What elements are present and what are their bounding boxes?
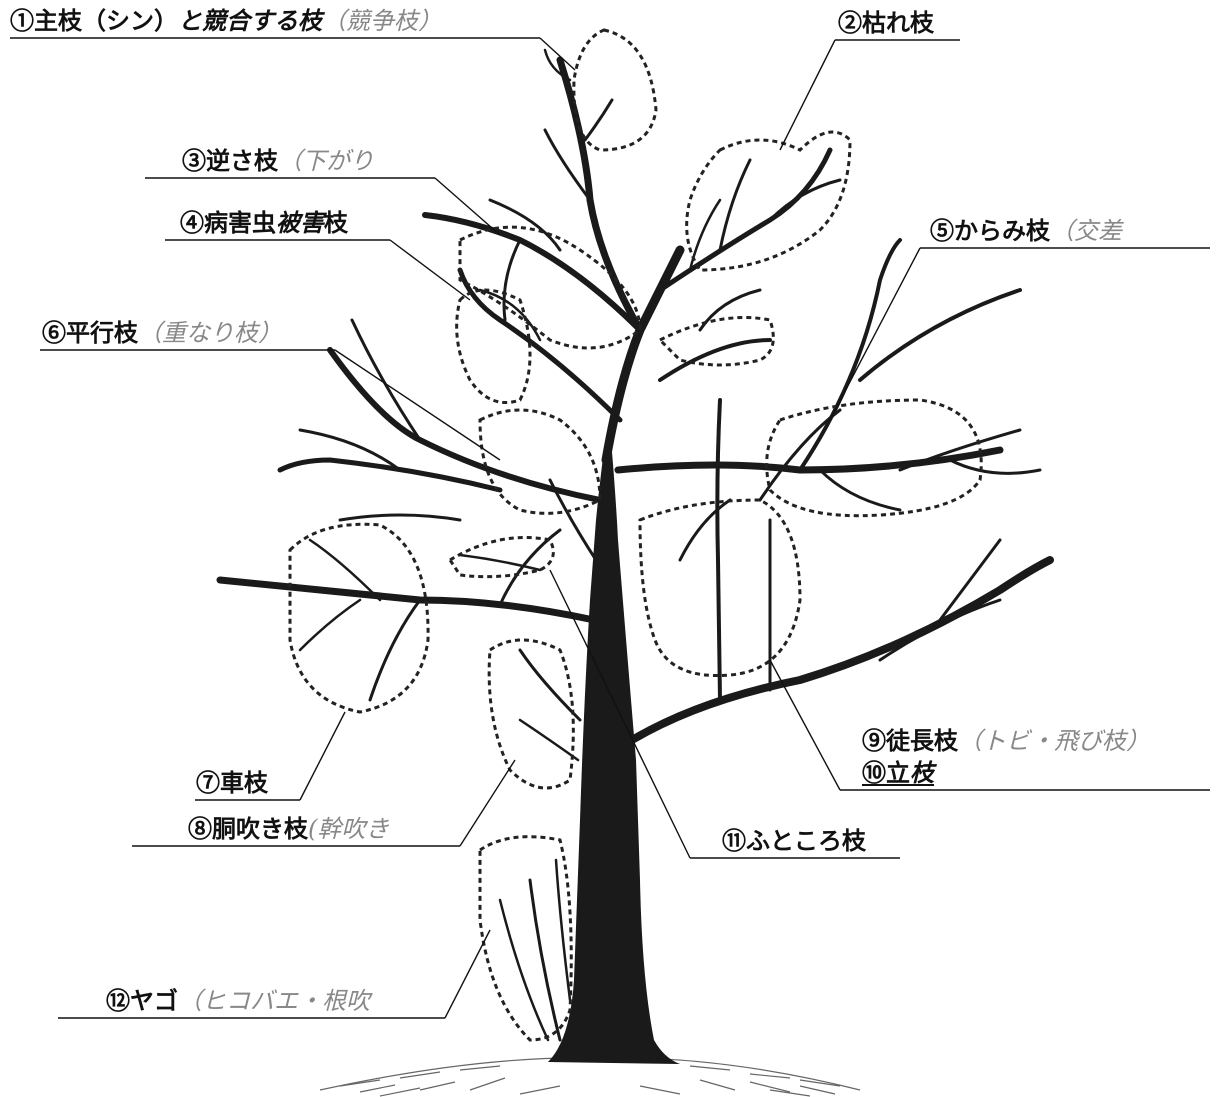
branches: [216, 48, 1054, 1042]
label-inner-branch: ⑪ふところ枝: [722, 826, 866, 856]
outline-upper-mid: [657, 316, 775, 367]
label-upright-branch: ⑩立枝: [862, 758, 934, 788]
label-pest-branch: ④病害虫被害枝: [180, 208, 348, 238]
outline-crossing-branch: [765, 398, 983, 518]
label-sucker-note: （ヒコバエ・根吹: [178, 987, 370, 1015]
label-upright-branch-em: 枝: [910, 758, 934, 787]
ground: [319, 1057, 861, 1097]
label-dead-branch: ②枯れ枝: [838, 8, 934, 38]
outline-pest-branch: [455, 288, 532, 404]
label-crossing-branch-note: （交差: [1050, 217, 1122, 245]
label-water-sprout-main: ⑨徒長枝: [862, 726, 958, 755]
highlight-outlines: [288, 28, 983, 1042]
label-reverse-branch-note: （下がり: [278, 147, 374, 175]
label-competing-branch-note: （競争枝）: [322, 7, 442, 35]
outline-water-sprout: [638, 498, 802, 678]
label-epicormic-branch-main: ⑧胴吹き枝: [188, 814, 308, 843]
label-sucker-main: ⑫ヤゴ: [106, 986, 178, 1015]
outline-reverse-branch: [458, 225, 642, 350]
label-epicormic-branch: ⑧胴吹き枝(幹吹き: [188, 814, 389, 844]
label-epicormic-branch-note: (幹吹き: [308, 815, 390, 843]
label-pest-branch-main: ④病害虫: [180, 208, 276, 237]
label-reverse-branch: ③逆さ枝（下がり: [182, 146, 374, 176]
label-water-sprout: ⑨徒長枝（トビ・飛び枝）: [862, 726, 1150, 756]
trunk: [548, 450, 680, 1064]
label-crossing-branch-main: ⑤からみ枝: [930, 216, 1050, 245]
label-parallel-branch-note: （重なり枝）: [138, 319, 282, 347]
label-crossing-branch: ⑤からみ枝（交差: [930, 216, 1122, 246]
label-parallel-branch-main: ⑥平行枝: [42, 318, 138, 347]
outline-competing-branch: [572, 28, 658, 152]
label-pest-branch-main2: 枝: [324, 208, 348, 237]
label-competing-branch-main: ①主枝（シン）: [10, 6, 178, 35]
label-upright-branch-main: ⑩立: [862, 758, 910, 787]
label-dead-branch-main: ②枯れ枝: [838, 8, 934, 37]
outline-wheel-branch: [288, 522, 430, 714]
outline-epicormic-branch: [487, 638, 575, 790]
label-wheel-branch-main: ⑦車枝: [196, 768, 268, 797]
outline-inner-branch: [447, 536, 555, 579]
leader-lines: [10, 37, 1210, 1019]
label-inner-branch-main: ⑪ふところ枝: [722, 826, 866, 855]
label-sucker: ⑫ヤゴ（ヒコバエ・根吹: [106, 986, 370, 1016]
outline-sucker: [478, 835, 573, 1042]
label-water-sprout-note: （トビ・飛び枝）: [958, 727, 1150, 755]
label-reverse-branch-main: ③逆さ枝: [182, 146, 278, 175]
outline-parallel-branch: [478, 408, 602, 515]
label-parallel-branch: ⑥平行枝（重なり枝）: [42, 318, 282, 348]
label-competing-branch: ①主枝（シン）と競合する枝（競争枝）: [10, 6, 442, 36]
label-competing-branch-em: と競合する枝: [178, 6, 322, 35]
label-pest-branch-em: 被害: [276, 208, 324, 237]
label-wheel-branch: ⑦車枝: [196, 768, 268, 798]
outline-dead-branch: [685, 130, 852, 272]
